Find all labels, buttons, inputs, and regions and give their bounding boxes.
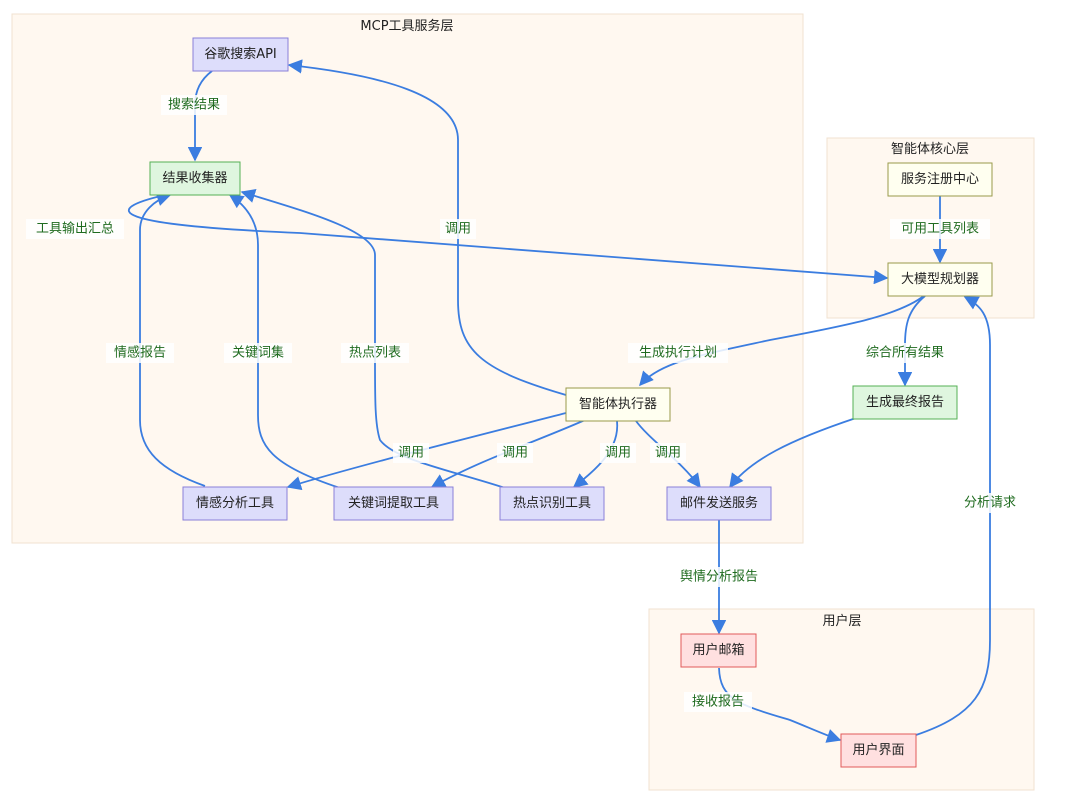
svg-text:接收报告: 接收报告 (692, 694, 744, 710)
edge-hotspot-to-collector (240, 188, 506, 489)
edge-mailbox-to-ui (718, 667, 842, 743)
edge-label-search-result: 搜索结果 (161, 95, 227, 115)
edge-label-opinion-report: 舆情分析报告 (669, 567, 769, 587)
svg-text:调用: 调用 (445, 222, 471, 237)
svg-text:智能体执行器: 智能体执行器 (579, 397, 657, 412)
svg-text:工具输出汇总: 工具输出汇总 (36, 221, 114, 237)
edge-executor-to-google (287, 59, 567, 396)
svg-text:舆情分析报告: 舆情分析报告 (680, 570, 758, 585)
svg-text:情感分析工具: 情感分析工具 (196, 495, 274, 511)
edge-planner-to-executor (639, 294, 926, 387)
svg-text:生成执行计划: 生成执行计划 (639, 346, 717, 361)
node-user-interface[interactable]: 用户界面 (840, 733, 917, 768)
svg-text:关键词提取工具: 关键词提取工具 (348, 495, 439, 511)
svg-text:热点列表: 热点列表 (349, 346, 401, 361)
svg-text:可用工具列表: 可用工具列表 (901, 222, 979, 237)
edge-label-analysis-request: 分析请求 (956, 493, 1024, 513)
edge-label-hot-list: 热点列表 (341, 343, 409, 363)
edge-label-call-hotspot: 调用 (600, 443, 636, 463)
edge-label-call-email: 调用 (650, 443, 686, 463)
edge-labels: 搜索结果 工具输出汇总 调用 情感报告 关键词集 热点列表 生成执行计划 可用 (26, 95, 1024, 712)
nodes: 谷歌搜索API 结果收集器 情感分析工具 关键词提取工具 热点识别工具 邮件发送… (149, 37, 993, 768)
svg-text:调用: 调用 (605, 446, 631, 461)
edge-label-available-tools: 可用工具列表 (890, 219, 990, 239)
edge-ui-to-planner (915, 296, 991, 736)
edge-label-keyword-set: 关键词集 (224, 343, 292, 363)
svg-text:调用: 调用 (502, 446, 528, 461)
svg-text:热点识别工具: 热点识别工具 (513, 496, 591, 511)
edge-label-call-sentiment: 调用 (393, 443, 429, 463)
edge-label-receive-report: 接收报告 (684, 692, 752, 712)
svg-text:综合所有结果: 综合所有结果 (866, 346, 944, 361)
svg-text:调用: 调用 (398, 446, 424, 461)
edge-label-summarize: 综合所有结果 (855, 343, 955, 363)
svg-text:关键词集: 关键词集 (232, 345, 284, 361)
edge-label-emotion-report: 情感报告 (106, 343, 174, 363)
node-result-collector[interactable]: 结果收集器 (149, 161, 241, 196)
svg-text:服务注册中心: 服务注册中心 (901, 171, 979, 187)
svg-text:分析请求: 分析请求 (964, 496, 1016, 511)
edge-sentiment-to-collector (139, 192, 206, 487)
svg-text:大模型规划器: 大模型规划器 (901, 272, 979, 287)
svg-text:邮件发送服务: 邮件发送服务 (680, 495, 758, 511)
svg-text:结果收集器: 结果收集器 (162, 170, 227, 186)
node-final-report[interactable]: 生成最终报告 (852, 385, 958, 420)
cluster-title-mcp: MCP工具服务层 (360, 18, 453, 34)
cluster-mcp-tool-service-layer: MCP工具服务层 (11, 13, 804, 544)
cluster-title-user: 用户层 (822, 613, 861, 629)
edge-final-report-to-email (729, 417, 857, 489)
node-service-registry[interactable]: 服务注册中心 (887, 162, 993, 197)
svg-text:调用: 调用 (655, 446, 681, 461)
node-llm-planner[interactable]: 大模型规划器 (887, 262, 993, 297)
node-google-search-api[interactable]: 谷歌搜索API (192, 37, 289, 72)
node-user-mailbox[interactable]: 用户邮箱 (680, 633, 757, 668)
svg-text:情感报告: 情感报告 (114, 345, 166, 361)
cluster-title-core: 智能体核心层 (891, 142, 969, 157)
svg-text:生成最终报告: 生成最终报告 (866, 394, 944, 410)
node-email-service[interactable]: 邮件发送服务 (666, 486, 772, 521)
edge-label-tool-output: 工具输出汇总 (26, 219, 124, 239)
node-agent-executor[interactable]: 智能体执行器 (565, 387, 671, 422)
edge-label-plan: 生成执行计划 (628, 343, 728, 363)
edge-collector-to-planner (127, 194, 889, 285)
edge-keyword-to-collector (228, 194, 341, 489)
svg-text:用户邮箱: 用户邮箱 (692, 642, 744, 658)
svg-text:用户界面: 用户界面 (852, 742, 904, 758)
svg-text:谷歌搜索API: 谷歌搜索API (204, 47, 277, 62)
node-sentiment-tool[interactable]: 情感分析工具 (182, 486, 288, 521)
svg-text:搜索结果: 搜索结果 (168, 98, 220, 113)
edge-label-call-keyword: 调用 (497, 443, 533, 463)
node-hotspot-tool[interactable]: 热点识别工具 (499, 486, 605, 521)
node-keyword-tool[interactable]: 关键词提取工具 (333, 486, 454, 521)
edge-label-call-google: 调用 (440, 219, 476, 239)
